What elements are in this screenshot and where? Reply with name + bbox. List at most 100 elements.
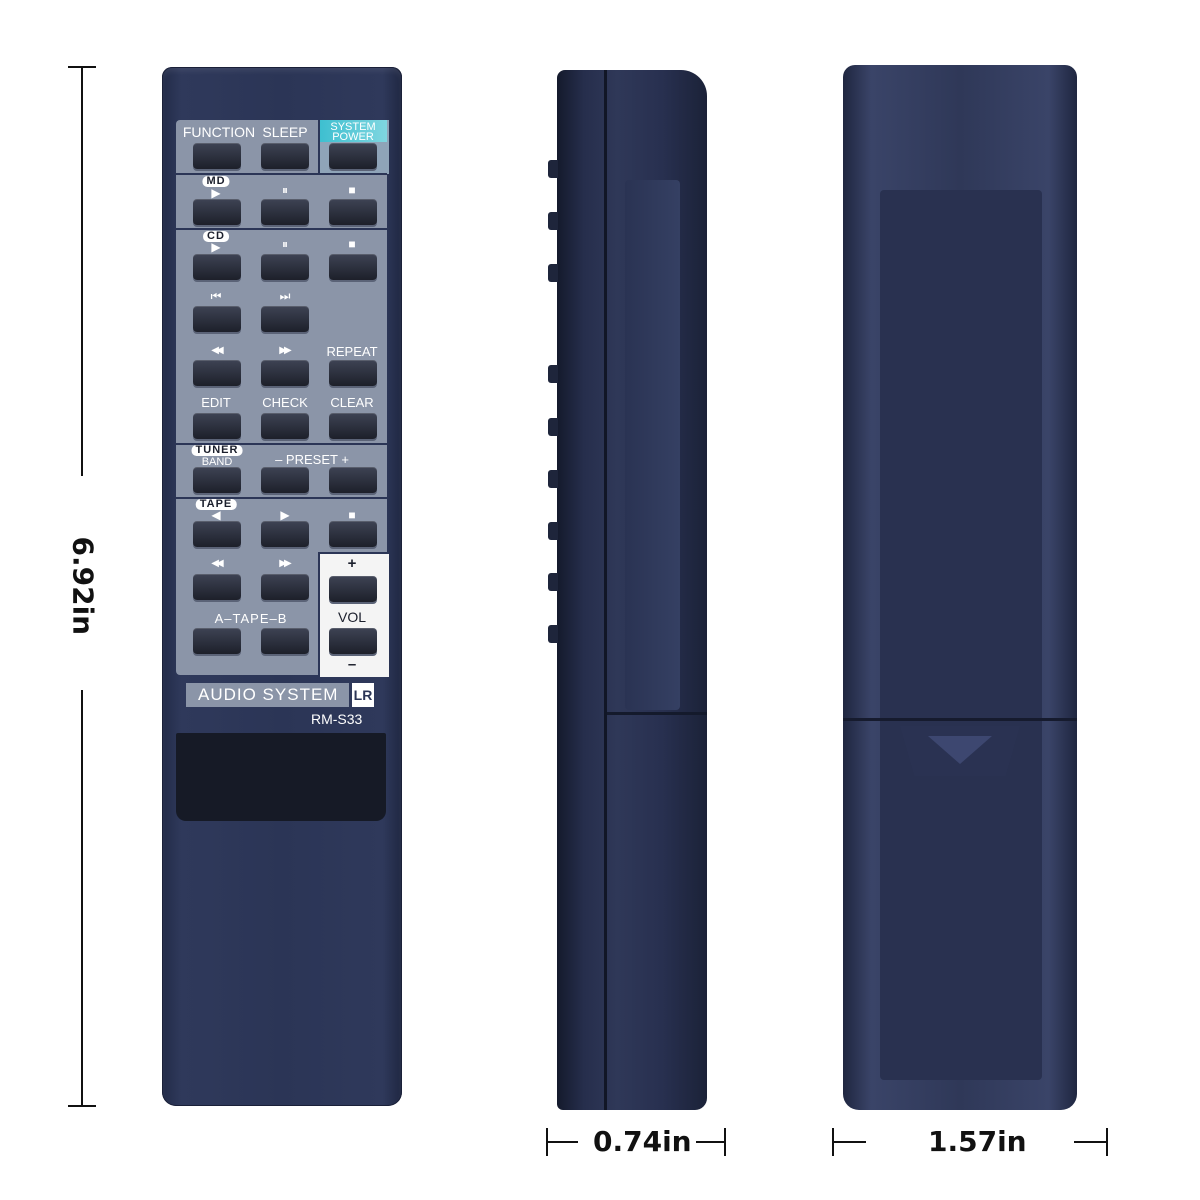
repeat-button[interactable]: [329, 360, 377, 386]
ir-window: [176, 733, 386, 821]
system-power-label-2: POWER: [332, 131, 374, 143]
cd-rewind-button[interactable]: [193, 360, 241, 386]
section-divider-tape: [176, 497, 387, 499]
clear-label: CLEAR: [330, 395, 374, 410]
side-button-bump: [548, 160, 558, 178]
cd-next-icon: ⏭: [279, 289, 291, 303]
a-tape-b-label: A–TAPE–B: [214, 611, 288, 626]
md-section-tag: MD: [202, 176, 230, 187]
cd-section-tag: CD: [203, 231, 229, 242]
volume-minus-label: –: [347, 656, 357, 673]
tape-rewind-icon: ◀◀: [211, 558, 224, 569]
preset-minus-button[interactable]: [261, 467, 309, 493]
check-button[interactable]: [261, 413, 309, 439]
height-dim-label: 6.92in: [66, 536, 100, 636]
cd-prev-button[interactable]: [193, 306, 241, 332]
cd-forward-icon: ▶▶: [279, 345, 292, 356]
side-button-bump: [548, 264, 558, 282]
lr-logo: LR: [352, 683, 374, 707]
md-play-icon: ▶: [211, 186, 221, 200]
function-button[interactable]: [193, 143, 241, 169]
height-dim-bottom-cap: [68, 1105, 96, 1107]
section-divider-tuner: [176, 443, 387, 445]
band-label: BAND: [201, 456, 233, 468]
width-dim-label: 1.57in: [928, 1125, 1027, 1158]
tape-play-icon: ▶: [280, 508, 290, 522]
md-stop-button[interactable]: [329, 199, 377, 225]
repeat-label: REPEAT: [326, 344, 378, 359]
depth-dim-label: 0.74in: [593, 1125, 692, 1158]
tape-play-button[interactable]: [261, 521, 309, 547]
cd-pause-button[interactable]: [261, 254, 309, 280]
md-stop-icon: ■: [348, 183, 356, 197]
cd-next-button[interactable]: [261, 306, 309, 332]
volume-panel: [318, 552, 389, 677]
tape-reverse-icon: ◀: [211, 508, 221, 522]
height-dim-line-lower: [81, 690, 83, 1106]
cd-stop-icon: ■: [348, 237, 356, 251]
side-button-bump: [548, 625, 558, 643]
function-label: FUNCTION: [182, 124, 256, 140]
side-button-bump: [548, 522, 558, 540]
tape-rewind-button[interactable]: [193, 574, 241, 600]
brand-label: AUDIO SYSTEM: [198, 685, 339, 704]
system-power-strip: [320, 120, 387, 142]
cd-prev-icon: ⏮: [210, 289, 222, 303]
volume-up-button[interactable]: [329, 576, 377, 602]
brand-bar: [186, 683, 349, 707]
side-bevel: [625, 180, 680, 710]
side-battery-seam: [607, 712, 707, 715]
depth-dim-line-left: [546, 1141, 578, 1143]
system-power-label-1: SYSTEM: [330, 121, 376, 133]
clear-button[interactable]: [329, 413, 377, 439]
battery-cover-seam: [843, 718, 1077, 721]
side-ridge: [604, 70, 607, 1110]
model-label: RM-S33: [311, 711, 363, 727]
tape-b-button[interactable]: [261, 628, 309, 654]
tape-forward-icon: ▶▶: [279, 558, 292, 569]
tape-stop-icon: ■: [348, 508, 356, 522]
height-dim-line-upper: [81, 66, 83, 476]
side-button-bump: [548, 470, 558, 488]
check-label: CHECK: [262, 395, 308, 410]
section-divider-cd: [176, 228, 387, 230]
volume-plus-label: +: [347, 555, 357, 572]
edit-button[interactable]: [193, 413, 241, 439]
back-inner-panel: [880, 190, 1042, 1080]
volume-down-button[interactable]: [329, 628, 377, 654]
width-dim-right-cap: [1106, 1128, 1108, 1156]
tape-stop-button[interactable]: [329, 521, 377, 547]
side-button-bump: [548, 418, 558, 436]
cd-forward-button[interactable]: [261, 360, 309, 386]
band-button[interactable]: [193, 467, 241, 493]
edit-label: EDIT: [201, 395, 231, 410]
cd-play-button[interactable]: [193, 254, 241, 280]
side-button-bump: [548, 212, 558, 230]
side-button-bump: [548, 573, 558, 591]
cd-stop-button[interactable]: [329, 254, 377, 280]
side-button-bump: [548, 365, 558, 383]
sleep-label: SLEEP: [262, 124, 308, 140]
cd-play-icon: ▶: [211, 240, 221, 254]
width-dim-line-right: [1074, 1141, 1108, 1143]
cd-rewind-icon: ◀◀: [211, 345, 224, 356]
battery-cover-arrow-icon: [928, 736, 992, 764]
system-power-button[interactable]: [329, 143, 377, 169]
md-pause-icon: ⏸: [281, 183, 289, 197]
preset-plus-button[interactable]: [329, 467, 377, 493]
volume-label: VOL: [337, 609, 367, 625]
preset-label: – PRESET +: [275, 452, 349, 467]
tuner-section-tag: TUNER: [191, 445, 243, 456]
section-divider-md: [176, 173, 387, 175]
tape-forward-button[interactable]: [261, 574, 309, 600]
tape-section-tag: TAPE: [195, 499, 237, 510]
cd-pause-icon: ⏸: [281, 237, 289, 251]
depth-dim-right-cap: [724, 1128, 726, 1156]
width-dim-line-left: [832, 1141, 866, 1143]
sleep-button[interactable]: [261, 143, 309, 169]
md-pause-button[interactable]: [261, 199, 309, 225]
tape-a-button[interactable]: [193, 628, 241, 654]
depth-dim-line-right: [696, 1141, 726, 1143]
md-play-button[interactable]: [193, 199, 241, 225]
tape-reverse-button[interactable]: [193, 521, 241, 547]
